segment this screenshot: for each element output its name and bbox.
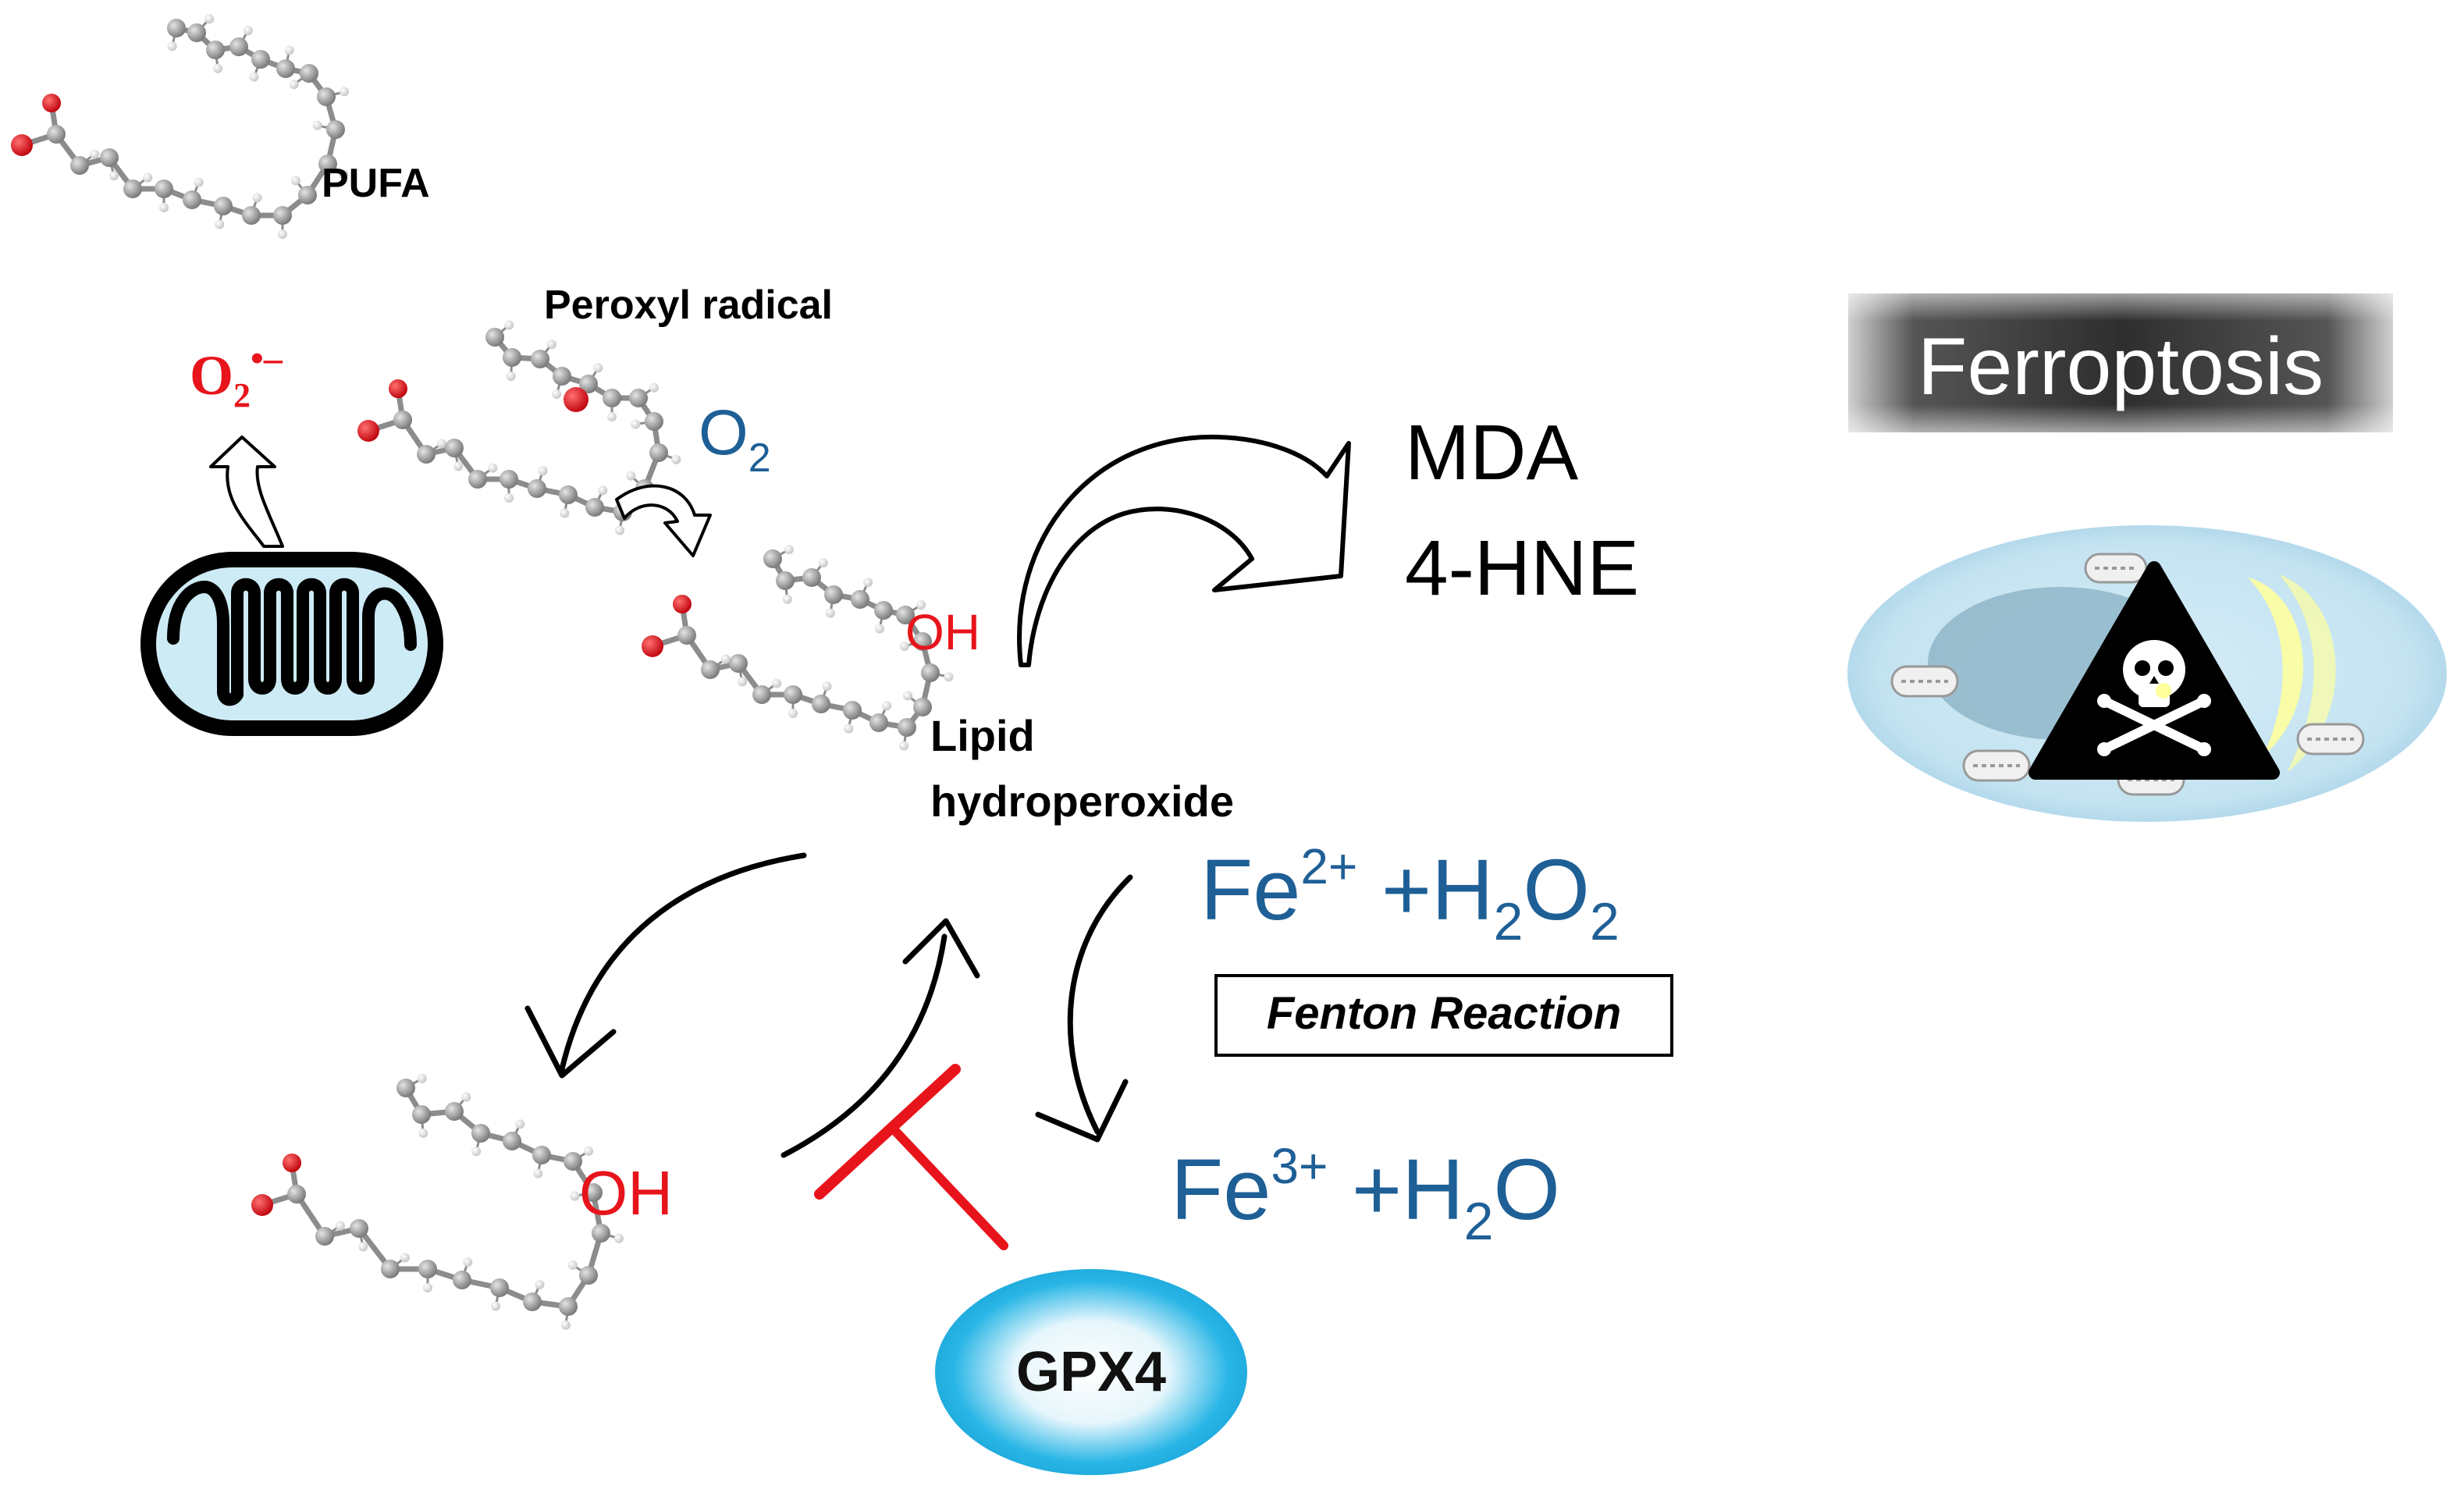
cell-icon — [1847, 525, 2447, 822]
lipid-hydroperoxide-label-line1: Lipid — [930, 711, 1035, 760]
reduction-arrow — [524, 852, 807, 1079]
hydroxyl-label-upper: OH — [905, 604, 980, 660]
gpx4-label: GPX4 — [1016, 1341, 1166, 1403]
regeneration-arrow — [780, 918, 980, 1158]
mda-label: MDA — [1405, 409, 1579, 496]
organelle-mito-1 — [2084, 553, 2148, 584]
organelle-mito-5 — [2296, 723, 2365, 756]
organelle-mito-3 — [1962, 749, 2031, 782]
ferric-water-label: Fe3+ +H2O — [1171, 1138, 1560, 1251]
hydroxyl-label-lower: OH — [579, 1158, 673, 1228]
mito-to-superoxide-arrow — [209, 436, 284, 548]
fenton-arrow — [1035, 874, 1133, 1143]
peroxyl-to-hydroperoxide-arrow — [615, 484, 712, 557]
superoxide-label: O2•– — [190, 338, 283, 414]
gpx4-enzyme: GPX4 — [935, 1269, 1247, 1475]
skull-crossbones-icon — [2028, 561, 2280, 780]
ferroptosis-label: Ferroptosis — [1918, 322, 2324, 412]
pufa-molecule-icon — [11, 14, 350, 239]
ferrous-peroxide-label: Fe2+ +H2O2 — [1200, 838, 1620, 951]
hydroperoxide-to-aldehydes-arrow — [1017, 434, 1351, 667]
lipid-alcohol-molecule-icon — [251, 1073, 624, 1330]
fenton-reaction-box: Fenton Reaction — [1214, 974, 1673, 1057]
peroxyl-radical-molecule-icon — [357, 320, 681, 535]
ferroptosis-banner: Ferroptosis — [1848, 293, 2393, 432]
hne-label: 4-HNE — [1405, 524, 1639, 612]
lipid-hydroperoxide-label-line2: hydroperoxide — [930, 777, 1234, 826]
organelle-mito-2 — [1890, 665, 1959, 698]
mitochondrion-icon — [140, 552, 443, 736]
oxygen-label: O2 — [699, 397, 771, 481]
pufa-label: PUFA — [322, 161, 430, 206]
inhibition-icon — [814, 1064, 1008, 1250]
peroxyl-radical-label: Peroxyl radical — [544, 283, 833, 328]
fenton-reaction-label: Fenton Reaction — [1267, 988, 1621, 1039]
lipid-hydroperoxide-molecule-icon — [642, 545, 954, 751]
